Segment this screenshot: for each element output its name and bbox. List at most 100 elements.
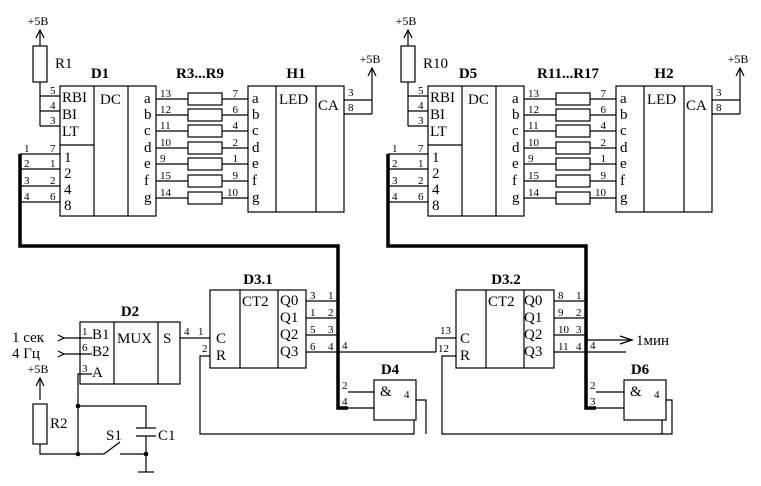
- segment-label: c: [144, 123, 151, 139]
- and-gate-d4: [373, 379, 417, 421]
- segment-label: a: [144, 91, 151, 107]
- pin-number: 1: [198, 326, 204, 338]
- pin-number: 6: [233, 104, 239, 116]
- resistor-label: R10: [423, 56, 448, 72]
- pin-number: 1: [233, 153, 239, 165]
- counter-output: Q2: [280, 327, 298, 343]
- pin-number: 3: [24, 175, 30, 187]
- resistor: [400, 45, 416, 83]
- pin-number: 3: [418, 115, 424, 127]
- resistor: [555, 92, 591, 106]
- power-arrow-icon: [403, 28, 413, 39]
- pin-number: 2: [418, 175, 424, 187]
- resistor: [187, 157, 223, 171]
- pin-number: 9: [233, 170, 239, 182]
- pin-number: 7: [50, 143, 56, 155]
- switch-label: S1: [106, 428, 122, 444]
- counter-output: Q3: [524, 344, 542, 360]
- signal-input-4hz: 4 Гц: [12, 346, 40, 362]
- display-segment-label: f: [620, 173, 625, 189]
- pin-number: 11: [558, 341, 569, 353]
- pin-number: 12: [160, 104, 171, 116]
- pin-rbi: RBI: [62, 90, 87, 106]
- data-input-label: 8: [64, 198, 72, 214]
- display-segment-label: a: [252, 91, 259, 107]
- pin-lt: LT: [62, 124, 79, 140]
- bus-1: [18, 154, 348, 410]
- switch-s1: [103, 441, 121, 455]
- pin-number: 3: [590, 396, 596, 408]
- counter-output: Q3: [280, 344, 298, 360]
- pin-number: 5: [418, 85, 424, 97]
- segment-label: b: [144, 107, 152, 123]
- mux-label: D2: [121, 304, 139, 320]
- data-input-label: 1: [432, 150, 440, 166]
- and-symbol: &: [380, 384, 392, 400]
- signal-input-1s: 1 сек: [12, 330, 45, 346]
- display-segment-label: d: [252, 140, 260, 156]
- counter-c: C: [216, 331, 226, 347]
- segment-label: d: [144, 140, 152, 156]
- pin-number: 2: [24, 158, 30, 170]
- decoder-title: DC: [100, 92, 121, 108]
- segment-label: b: [512, 107, 520, 123]
- counter-title: CT2: [488, 294, 515, 310]
- pin-number: 2: [392, 158, 398, 170]
- counter-output: Q2: [524, 327, 542, 343]
- segment-label: c: [512, 123, 519, 139]
- pin-number: 9: [160, 153, 166, 165]
- resistor: [555, 174, 591, 188]
- wire: [662, 399, 673, 435]
- data-input-label: 2: [432, 166, 440, 182]
- wire: [199, 355, 415, 435]
- resistor: [555, 141, 591, 155]
- pin-number: 1: [418, 158, 424, 170]
- pin-number: 4: [576, 341, 582, 353]
- data-input-label: 1: [64, 150, 72, 166]
- pin-number: 2: [202, 343, 208, 355]
- segment-label: a: [512, 91, 519, 107]
- resistor: [555, 191, 591, 205]
- counter-output: Q0: [280, 293, 298, 309]
- pin-number: 14: [160, 187, 172, 199]
- display-segment-label: e: [620, 156, 627, 172]
- display-segment-label: c: [620, 123, 627, 139]
- pin-bi: BI: [430, 107, 445, 123]
- pin-number: 4: [184, 326, 190, 338]
- pin-number: 4: [590, 340, 596, 352]
- power-arrow-icon: [35, 376, 45, 387]
- pin-number: 7: [233, 88, 239, 100]
- pin-number: 15: [160, 170, 172, 182]
- power-label: +5В: [28, 14, 49, 28]
- counter-output: Q1: [524, 310, 542, 326]
- power-label: +5В: [728, 52, 749, 66]
- junction-dot: [143, 451, 149, 457]
- power-arrow-icon: [367, 66, 377, 77]
- pin-number: 7: [601, 88, 607, 100]
- resistor: [555, 124, 591, 138]
- pin-number: 3: [576, 324, 582, 336]
- pin-number: 9: [558, 307, 564, 319]
- pin-number: 11: [528, 120, 539, 132]
- pin-number: 3: [82, 363, 88, 375]
- pin-number: 4: [654, 389, 660, 401]
- pin-number: 2: [576, 307, 582, 319]
- counter-label-1: D3.1: [243, 272, 273, 288]
- mux-a: A: [92, 365, 103, 381]
- pin-rbi: RBI: [430, 90, 455, 106]
- pin-number: 2: [601, 137, 607, 149]
- display-label: H2: [654, 66, 673, 82]
- pin-lt: LT: [430, 124, 447, 140]
- display-segment-label: b: [620, 107, 628, 123]
- and-symbol: &: [630, 384, 642, 400]
- counter-label-2: D3.2: [491, 272, 521, 288]
- pin-number: 2: [50, 175, 56, 187]
- data-input-label: 4: [432, 182, 440, 198]
- input-arrow-icon: [57, 334, 66, 342]
- pin-number: 8: [716, 102, 722, 114]
- pin-number: 1: [601, 153, 607, 165]
- resistor-label: R1: [55, 56, 73, 72]
- pin-number: 4: [24, 191, 30, 203]
- pin-number: 4: [404, 389, 410, 401]
